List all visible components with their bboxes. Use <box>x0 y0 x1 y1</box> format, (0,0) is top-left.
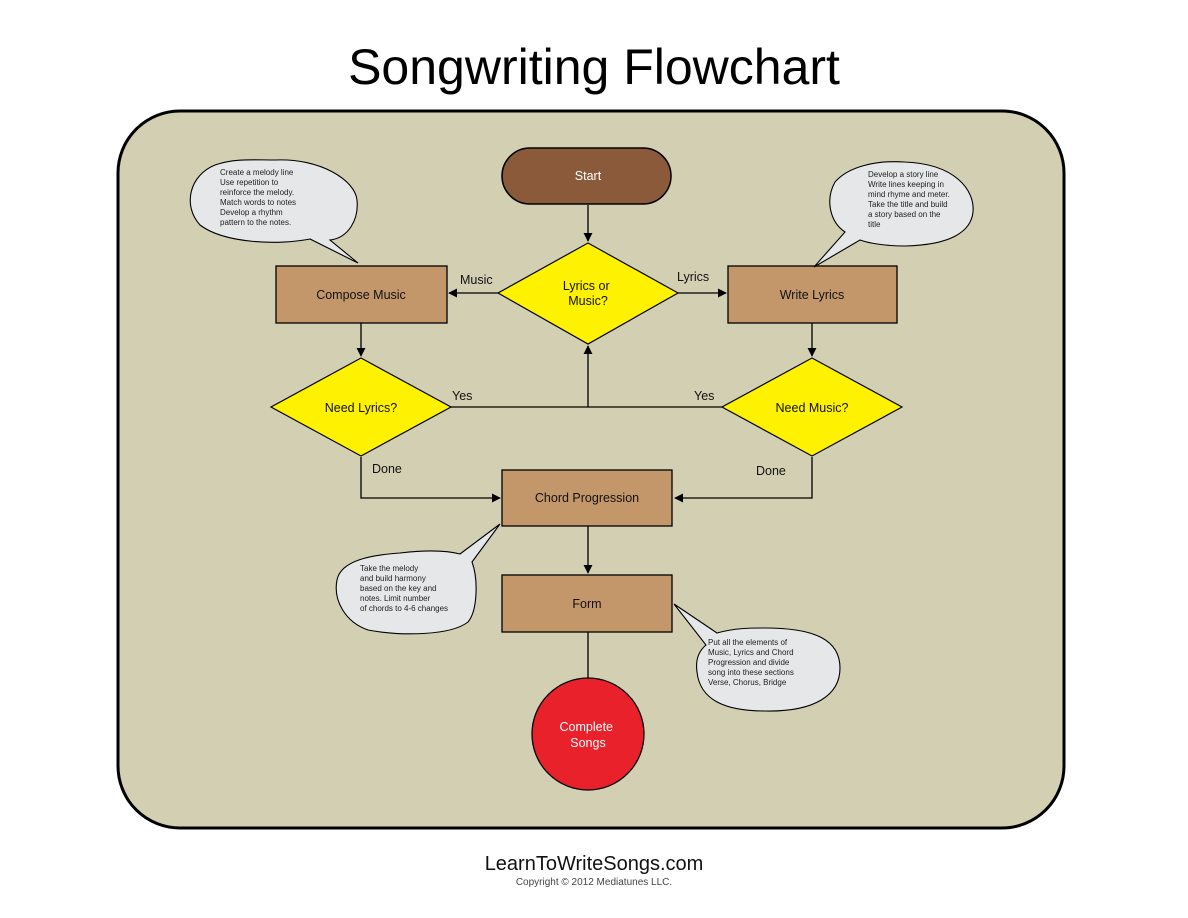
node-need-music: Need Music? <box>720 357 904 457</box>
callout-story: Develop a story line Write lines keeping… <box>813 161 974 268</box>
callout-melody-line-2: Use repetition to <box>220 178 279 187</box>
node-need-lyrics: Need Lyrics? <box>269 357 453 457</box>
callout-story-line-4: Take the title and build <box>868 200 948 209</box>
connectors <box>356 205 817 687</box>
callout-story-line-1: Develop a story line <box>868 170 939 179</box>
callout-form-line-1: Put all the elements of <box>708 638 788 647</box>
node-need-music-label: Need Music? <box>776 401 849 415</box>
page-title: Songwriting Flowchart <box>348 39 840 95</box>
callout-form-line-4: song into these sections <box>708 668 794 677</box>
node-lyrics-or-music-line-2: Music? <box>568 294 608 308</box>
node-chord-progression-label: Chord Progression <box>535 491 639 505</box>
edge-label-yes-left: Yes <box>452 389 472 403</box>
callout-melody-line-3: reinforce the melody. <box>220 188 294 197</box>
callout-story-line-5: a story based on the <box>868 210 941 219</box>
svg-text:Complete Songs: Complete Songs <box>560 720 617 750</box>
callout-melody-line-1: Create a melody line <box>220 168 294 177</box>
svg-text:Take the melody and buil: Take the melody and build harmony based … <box>360 564 448 613</box>
edge-done-left <box>360 457 501 503</box>
callout-harmony: Take the melody and build harmony based … <box>335 523 501 635</box>
callout-story-line-3: mind rhyme and meter. <box>868 190 950 199</box>
node-start-label: Start <box>575 169 602 183</box>
edge-label-yes-right: Yes <box>694 389 714 403</box>
node-compose-music: Compose Music <box>275 265 448 324</box>
callout-melody-line-5: Develop a rhythm <box>220 208 283 217</box>
node-need-lyrics-label: Need Lyrics? <box>325 401 398 415</box>
callout-form-line-2: Music, Lyrics and Chord <box>708 648 794 657</box>
node-compose-music-label: Compose Music <box>316 288 406 302</box>
edge-label-done-left: Done <box>372 462 402 476</box>
callout-form-line-3: Progression and divide <box>708 658 790 667</box>
footer-copyright: Copyright © 2012 Mediatunes LLC. <box>515 877 673 888</box>
node-complete-songs: Complete Songs <box>531 677 645 791</box>
callout-melody-line-4: Match words to notes <box>220 198 296 207</box>
callout-form: Put all the elements of Music, Lyrics an… <box>673 603 841 712</box>
callout-harmony-line-5: of chords to 4-6 changes <box>360 604 448 613</box>
callout-melody-line-6: pattern to the notes. <box>220 218 291 227</box>
node-complete-songs-line-2: Songs <box>570 736 605 750</box>
node-start: Start <box>501 147 672 205</box>
callout-story-line-2: Write lines keeping in <box>868 180 944 189</box>
callout-harmony-line-2: and build harmony <box>360 574 426 583</box>
svg-text:Put all the elements of: Put all the elements of Music, Lyrics an… <box>708 638 796 687</box>
node-complete-songs-line-1: Complete <box>560 720 614 734</box>
edge-done-right <box>674 457 813 503</box>
callout-harmony-line-1: Take the melody <box>360 564 418 573</box>
callout-story-line-6: title <box>868 220 881 229</box>
edge-label-music: Music <box>460 273 493 287</box>
edge-label-lyrics: Lyrics <box>677 270 709 284</box>
node-chord-progression: Chord Progression <box>501 469 673 527</box>
callout-harmony-line-3: based on the key and <box>360 584 437 593</box>
footer-site-name: LearnToWriteSongs.com <box>484 853 704 875</box>
node-form-label: Form <box>572 597 601 611</box>
node-form: Form <box>501 574 673 633</box>
callout-harmony-line-4: notes. Limit number <box>360 594 431 603</box>
callout-melody: Create a melody line Use repetition to r… <box>189 159 359 264</box>
svg-text:Lyrics or Music?: Lyrics or Music? <box>563 279 613 308</box>
edge-label-done-right: Done <box>756 464 786 478</box>
svg-text:Develop a story line Wri: Develop a story line Write lines keeping… <box>868 170 952 229</box>
node-write-lyrics-label: Write Lyrics <box>780 288 845 302</box>
svg-text:Create a melody line Use: Create a melody line Use repetition to r… <box>220 168 298 227</box>
node-write-lyrics: Write Lyrics <box>727 265 898 324</box>
node-lyrics-or-music: Lyrics or Music? <box>496 242 680 345</box>
callout-form-line-5: Verse, Chorus, Bridge <box>708 678 787 687</box>
node-lyrics-or-music-line-1: Lyrics or <box>563 279 610 293</box>
